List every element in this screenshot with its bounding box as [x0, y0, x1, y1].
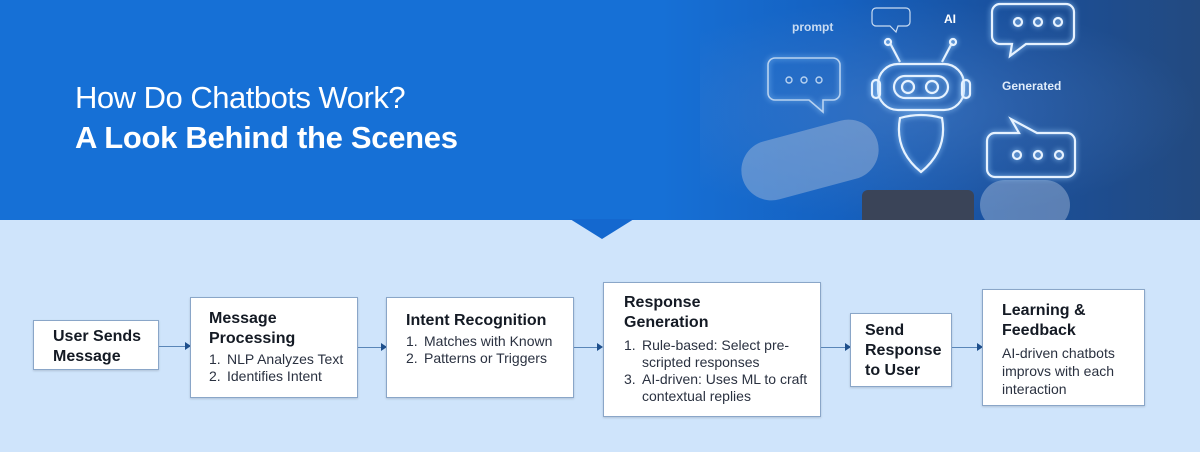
- hand-image: [980, 180, 1070, 220]
- arrow-right-icon: [381, 343, 387, 351]
- generated-label: Generated: [1002, 79, 1062, 93]
- step-description: AI-driven chatbots improvs with each int…: [1002, 345, 1115, 397]
- step-response-generation: Response Generation 1.Rule-based: Select…: [603, 282, 821, 417]
- banner-pointer: [570, 219, 634, 239]
- connector: [821, 347, 845, 348]
- connector: [574, 347, 598, 348]
- step-title: User Sends Message: [53, 328, 142, 365]
- step-item: 3.AI-driven: Uses ML to craft contextual…: [624, 371, 808, 404]
- arrow-right-icon: [977, 343, 983, 351]
- step-learning-feedback: Learning & Feedback AI-driven chatbots i…: [982, 289, 1145, 406]
- step-item: 2.Patterns or Triggers: [406, 350, 547, 366]
- step-item: 1.Matches with Known: [406, 333, 553, 349]
- connector: [358, 347, 382, 348]
- arrow-right-icon: [185, 342, 191, 350]
- step-item: 1.NLP Analyzes Text: [209, 351, 344, 367]
- step-title: Response Generation: [624, 294, 709, 331]
- step-title: Learning & Feedback: [1002, 302, 1086, 339]
- hero-banner: How Do Chatbots Work? A Look Behind the …: [0, 0, 1200, 220]
- arrow-right-icon: [597, 343, 603, 351]
- step-title: Send Response to User: [865, 322, 942, 379]
- arrow-right-icon: [845, 343, 851, 351]
- page-subtitle: A Look Behind the Scenes: [75, 120, 458, 155]
- page-title: How Do Chatbots Work?: [75, 80, 406, 115]
- prompt-label: prompt: [792, 20, 834, 34]
- step-item: 2.Identifies Intent: [209, 368, 322, 384]
- ai-label: AI: [944, 12, 956, 26]
- step-user-sends-message: User Sends Message: [33, 320, 159, 370]
- chat-bubble-icon: [767, 2, 1077, 179]
- connector: [952, 347, 977, 348]
- phone-image: [862, 190, 974, 220]
- step-send-response: Send Response to User: [850, 313, 952, 387]
- connector: [159, 346, 185, 347]
- robot-icon: [870, 37, 972, 174]
- step-intent-recognition: Intent Recognition 1.Matches with Known …: [386, 297, 574, 398]
- step-title: Intent Recognition: [406, 312, 547, 329]
- step-title: Message Processing: [209, 310, 296, 347]
- step-message-processing: Message Processing 1.NLP Analyzes Text 2…: [190, 297, 358, 398]
- step-item: 1.Rule-based: Select pre-scripted respon…: [624, 337, 790, 370]
